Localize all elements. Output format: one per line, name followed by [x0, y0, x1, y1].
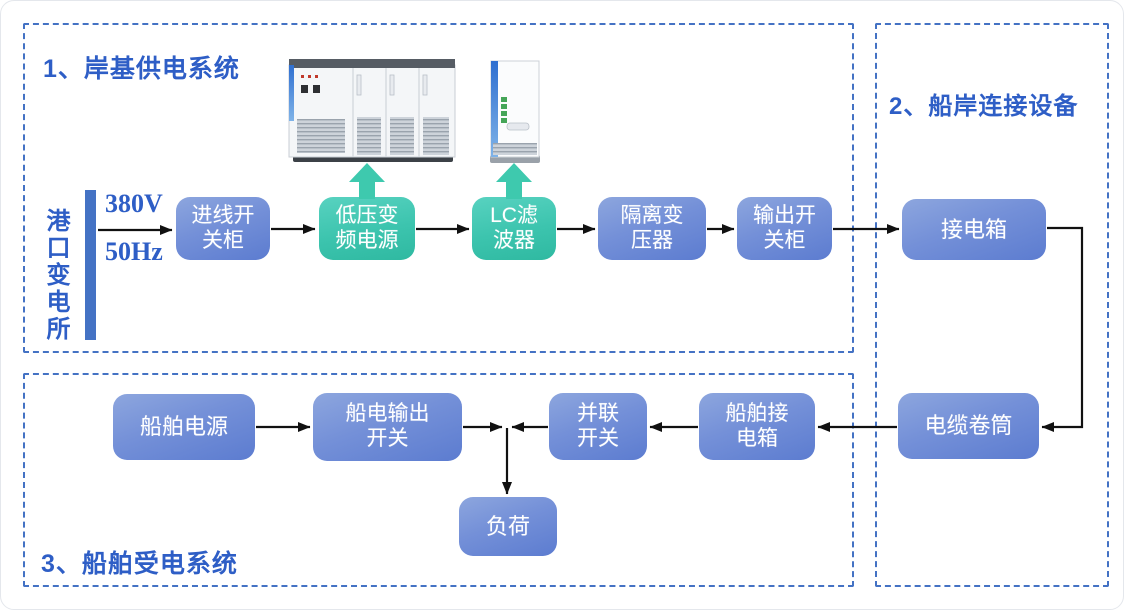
port-substation-label: 港口变电所 — [42, 208, 69, 343]
node-shore-connection-box: 接电箱 — [902, 199, 1046, 260]
node-ship-output-switch: 船电输出 开关 — [313, 393, 462, 461]
node-output-switchgear-label: 输出开 关柜 — [753, 203, 816, 252]
node-load-label: 负荷 — [485, 513, 530, 539]
frequency-label: 50Hz — [105, 237, 163, 266]
node-output-switchgear: 输出开 关柜 — [737, 197, 832, 260]
section-ship-receiving — [23, 373, 854, 587]
section-title-ship-shore-connection: 2、船岸连接设备 — [889, 93, 1079, 120]
node-incoming-switchgear: 进线开 关柜 — [176, 197, 270, 260]
node-ship-output-switch-label: 船电输出 开关 — [345, 402, 430, 450]
node-cable-reel-label: 电缆卷筒 — [924, 413, 1013, 439]
node-vfd-power: 低压变 频电源 — [319, 197, 415, 260]
node-parallel-switch-label: 并联 开关 — [577, 401, 619, 450]
node-lc-filter-label: LC滤 波器 — [490, 203, 538, 252]
section-title-shore-supply: 1、岸基供电系统 — [43, 55, 240, 83]
node-incoming-switchgear-label: 进线开 关柜 — [191, 203, 255, 252]
node-cable-reel: 电缆卷筒 — [898, 393, 1039, 459]
node-lc-filter: LC滤 波器 — [472, 197, 556, 260]
node-ship-power-label: 船舶电源 — [139, 414, 228, 440]
node-parallel-switch: 并联 开关 — [549, 393, 647, 460]
node-isolation-transformer: 隔离变 压器 — [598, 197, 706, 260]
node-ship-connection-box-label: 船舶接 电箱 — [725, 401, 789, 450]
node-vfd-power-label: 低压变 频电源 — [335, 203, 399, 252]
port-substation-bar — [85, 190, 96, 340]
node-load: 负荷 — [459, 497, 557, 556]
voltage-label: 380V — [105, 189, 163, 218]
section-shore-supply — [23, 23, 854, 353]
node-ship-power: 船舶电源 — [113, 394, 255, 460]
node-shore-connection-box-label: 接电箱 — [940, 216, 1007, 242]
section-ship-shore-connection — [875, 23, 1109, 587]
node-isolation-transformer-label: 隔离变 压器 — [620, 203, 684, 252]
section-title-ship-receiving: 3、船舶受电系统 — [41, 550, 238, 578]
node-ship-connection-box: 船舶接 电箱 — [699, 393, 815, 460]
